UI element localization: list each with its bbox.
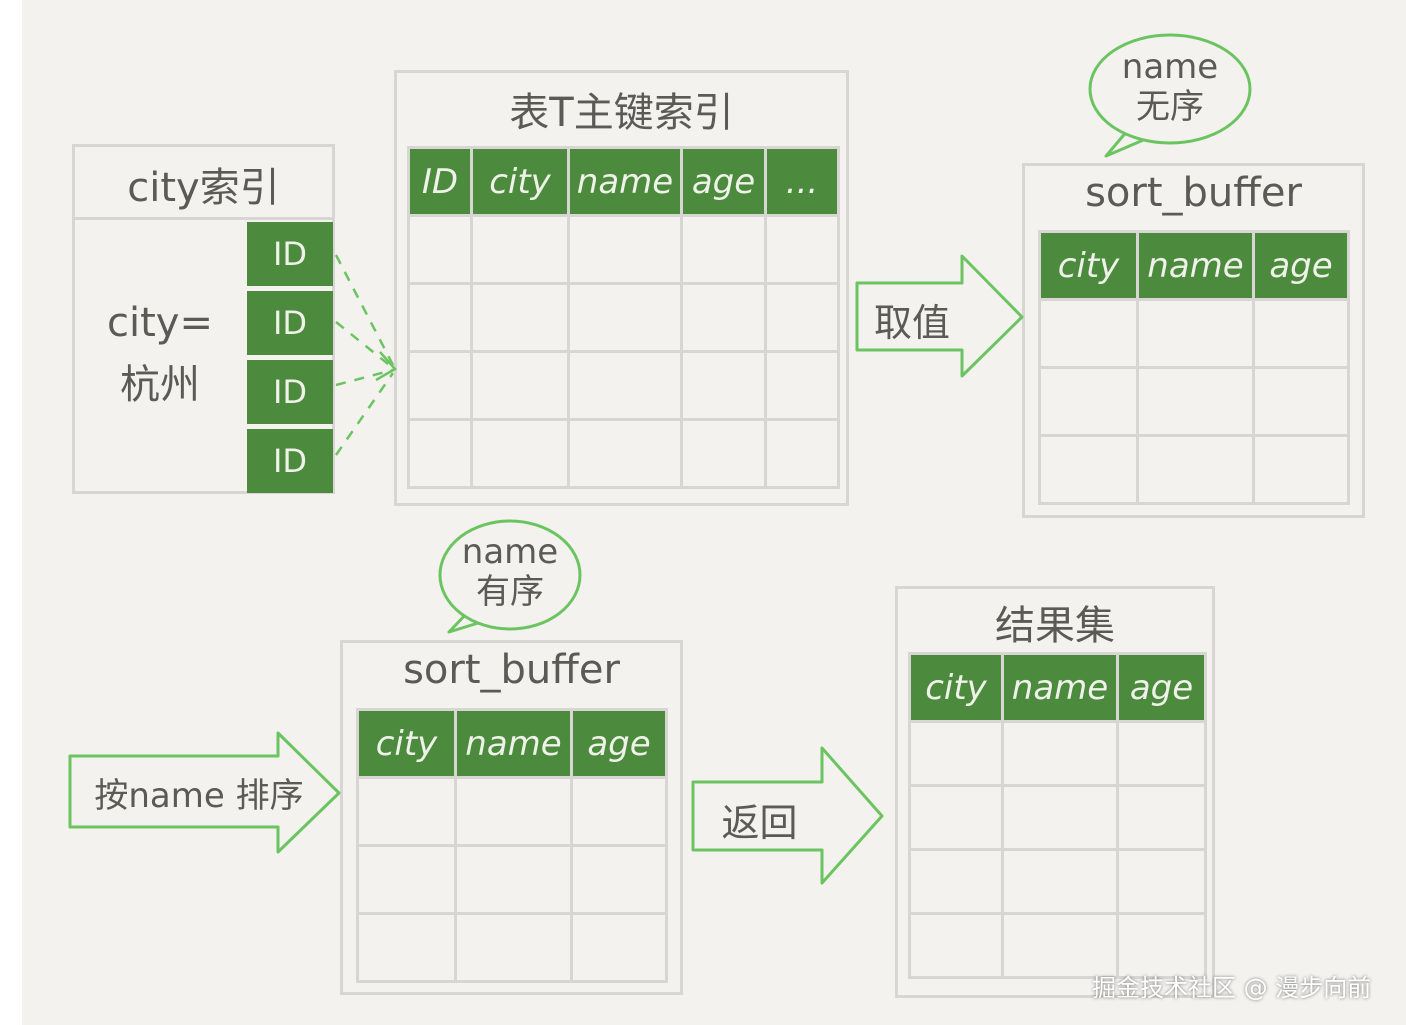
result-set-title: 结果集 xyxy=(995,603,1115,649)
column-header-age: age xyxy=(680,146,767,217)
primary-index-table: ID city name age ... xyxy=(407,146,840,489)
sort-buffer-sorted-table: city name age xyxy=(356,708,668,983)
column-header-age: age xyxy=(1252,230,1350,301)
table-row xyxy=(908,912,1207,979)
sort-arrow-label: 按name 排序 xyxy=(94,776,304,816)
column-header-age: age xyxy=(1116,652,1207,723)
column-header-city: city xyxy=(356,708,457,779)
column-header-city: city xyxy=(908,652,1004,723)
city-index-entry: ID xyxy=(247,360,333,424)
city-index-divider xyxy=(75,217,332,220)
unsorted-note-line1: name xyxy=(1121,47,1219,87)
table-row xyxy=(407,214,840,285)
table-row xyxy=(908,848,1207,915)
column-header-name: name xyxy=(1136,230,1255,301)
table-row xyxy=(908,720,1207,787)
watermark: 掘金技术社区 @ 漫步向前 xyxy=(1092,974,1372,1002)
column-header-name: name xyxy=(567,146,683,217)
column-header-more: ... xyxy=(764,146,840,217)
table-row xyxy=(1038,298,1350,369)
column-header-city: city xyxy=(1038,230,1139,301)
city-condition-line2: 杭州 xyxy=(120,362,200,408)
column-header-city: city xyxy=(470,146,570,217)
return-arrow-label: 返回 xyxy=(721,801,798,845)
table-header-row: city name age xyxy=(1038,230,1350,301)
city-index-title: city索引 xyxy=(127,165,280,211)
column-header-id: ID xyxy=(407,146,473,217)
unsorted-note-line2: 无序 xyxy=(1136,87,1204,127)
table-header-row: city name age xyxy=(356,708,668,779)
table-row xyxy=(356,844,668,915)
city-index-entry: ID xyxy=(247,291,333,355)
city-condition-line1: city= xyxy=(107,300,213,346)
table-header-row: ID city name age ... xyxy=(407,146,840,217)
table-row xyxy=(356,912,668,983)
table-header-row: city name age xyxy=(908,652,1207,723)
sorted-note-line1: name xyxy=(461,532,559,572)
table-row xyxy=(407,350,840,421)
primary-index-title: 表T主键索引 xyxy=(509,90,734,136)
table-row xyxy=(407,282,840,353)
city-index-entry: ID xyxy=(247,429,333,493)
city-index-entry: ID xyxy=(247,222,333,286)
sorted-note-text: name 有序 xyxy=(440,532,580,612)
result-set-table: city name age xyxy=(908,652,1207,979)
unsorted-note-text: name 无序 xyxy=(1095,47,1245,127)
column-header-name: name xyxy=(1001,652,1119,723)
fetch-arrow-label: 取值 xyxy=(873,301,950,345)
sorted-note-line2: 有序 xyxy=(476,572,544,612)
sort-buffer-unsorted-table: city name age xyxy=(1038,230,1350,505)
table-row xyxy=(356,776,668,847)
city-condition-label: city= 杭州 xyxy=(95,292,225,416)
sort-buffer-unsorted-title: sort_buffer xyxy=(1085,170,1302,216)
table-row xyxy=(1038,434,1350,505)
column-header-age: age xyxy=(570,708,668,779)
table-row xyxy=(908,784,1207,851)
column-header-name: name xyxy=(454,708,573,779)
table-row xyxy=(1038,366,1350,437)
table-row xyxy=(407,418,840,489)
sort-buffer-sorted-title: sort_buffer xyxy=(403,647,620,693)
